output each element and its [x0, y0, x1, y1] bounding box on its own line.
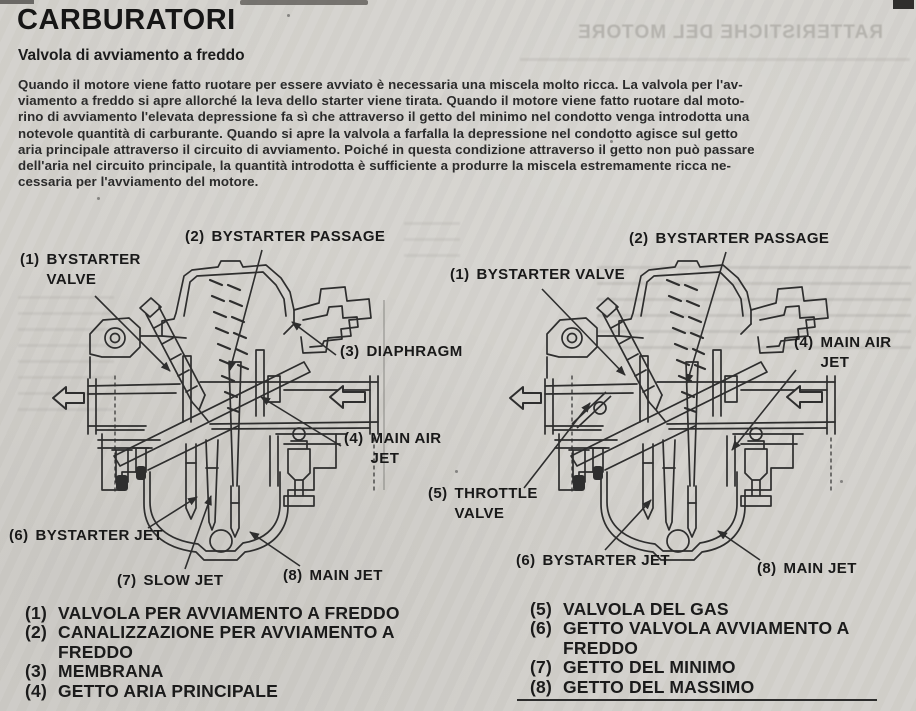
page-title: CARBURATORI — [17, 4, 236, 36]
figure-label-main-air-jet-right: (4)MAIN AIR JET — [794, 334, 892, 371]
scan-artifact — [240, 0, 368, 5]
figure-label-main-jet-left: (8)MAIN JET — [283, 567, 383, 584]
figure-label-bystarter-valve-right: (1)BYSTARTER VALVE — [450, 266, 626, 283]
figure-label-diaphragm: (3)DIAPHRAGM — [340, 343, 463, 360]
leader-lines-left — [94, 249, 342, 570]
legend-item: (2)CANALIZZAZIONE PER AVVIAMENTO A FREDD… — [25, 622, 395, 662]
figure-label-bystarter-valve-left: (1)BYSTARTER VALVE — [20, 251, 141, 288]
legend-item: (3)MEMBRANA — [25, 661, 164, 682]
legend-italian-left: (1)VALVOLA PER AVVIAMENTO A FREDDO (2)CA… — [25, 603, 495, 701]
scan-speck — [880, 345, 883, 348]
body-paragraph: Quando il motore viene fatto ruotare per… — [18, 77, 755, 190]
legend-item: (6)GETTO VALVOLA AVVIAMENTO A FREDDO — [530, 618, 850, 658]
bottom-rule — [517, 699, 877, 701]
scan-speck — [455, 470, 458, 473]
legend-item: (4)GETTO ARIA PRINCIPALE — [25, 680, 279, 701]
scan-speck — [287, 14, 290, 17]
scan-crease — [383, 300, 385, 490]
leader-lines-right — [523, 251, 797, 561]
legend-item: (1)VALVOLA PER AVVIAMENTO A FREDDO — [25, 603, 400, 623]
scan-speck — [610, 140, 613, 143]
figure-label-slow-jet: (7)SLOW JET — [117, 572, 224, 589]
throttle-butterfly — [571, 391, 612, 429]
carburetor-cross-section-left — [51, 259, 380, 562]
figure-label-throttle-valve: (5)THROTTLE VALVE — [428, 485, 538, 522]
scan-speck — [97, 197, 100, 200]
legend-item: (7)GETTO DEL MINIMO — [530, 657, 736, 678]
scan-speck — [700, 610, 703, 613]
figure-label-bystarter-jet-left: (6)BYSTARTER JET — [9, 527, 163, 544]
section-subtitle: Valvola di avviamento a freddo — [18, 47, 245, 64]
legend-item: (5)VALVOLA DEL GAS — [530, 599, 729, 619]
scan-artifact — [0, 0, 34, 4]
scan-speck — [240, 606, 243, 609]
figure-label-main-jet-right: (8)MAIN JET — [757, 560, 857, 577]
figure-label-bystarter-passage-right: (2)BYSTARTER PASSAGE — [629, 230, 830, 247]
scan-artifact — [893, 0, 914, 9]
legend-italian-right: (5)VALVOLA DEL GAS (6)GETTO VALVOLA AVVI… — [530, 599, 916, 697]
legend-item: (8)GETTO DEL MASSIMO — [530, 676, 755, 697]
figure-label-bystarter-passage-left: (2)BYSTARTER PASSAGE — [185, 228, 386, 245]
figure-label-main-air-jet-left: (4)MAIN AIR JET — [344, 430, 442, 467]
scan-speck — [840, 480, 843, 483]
figure-label-bystarter-jet-right: (6)BYSTARTER JET — [516, 552, 670, 569]
